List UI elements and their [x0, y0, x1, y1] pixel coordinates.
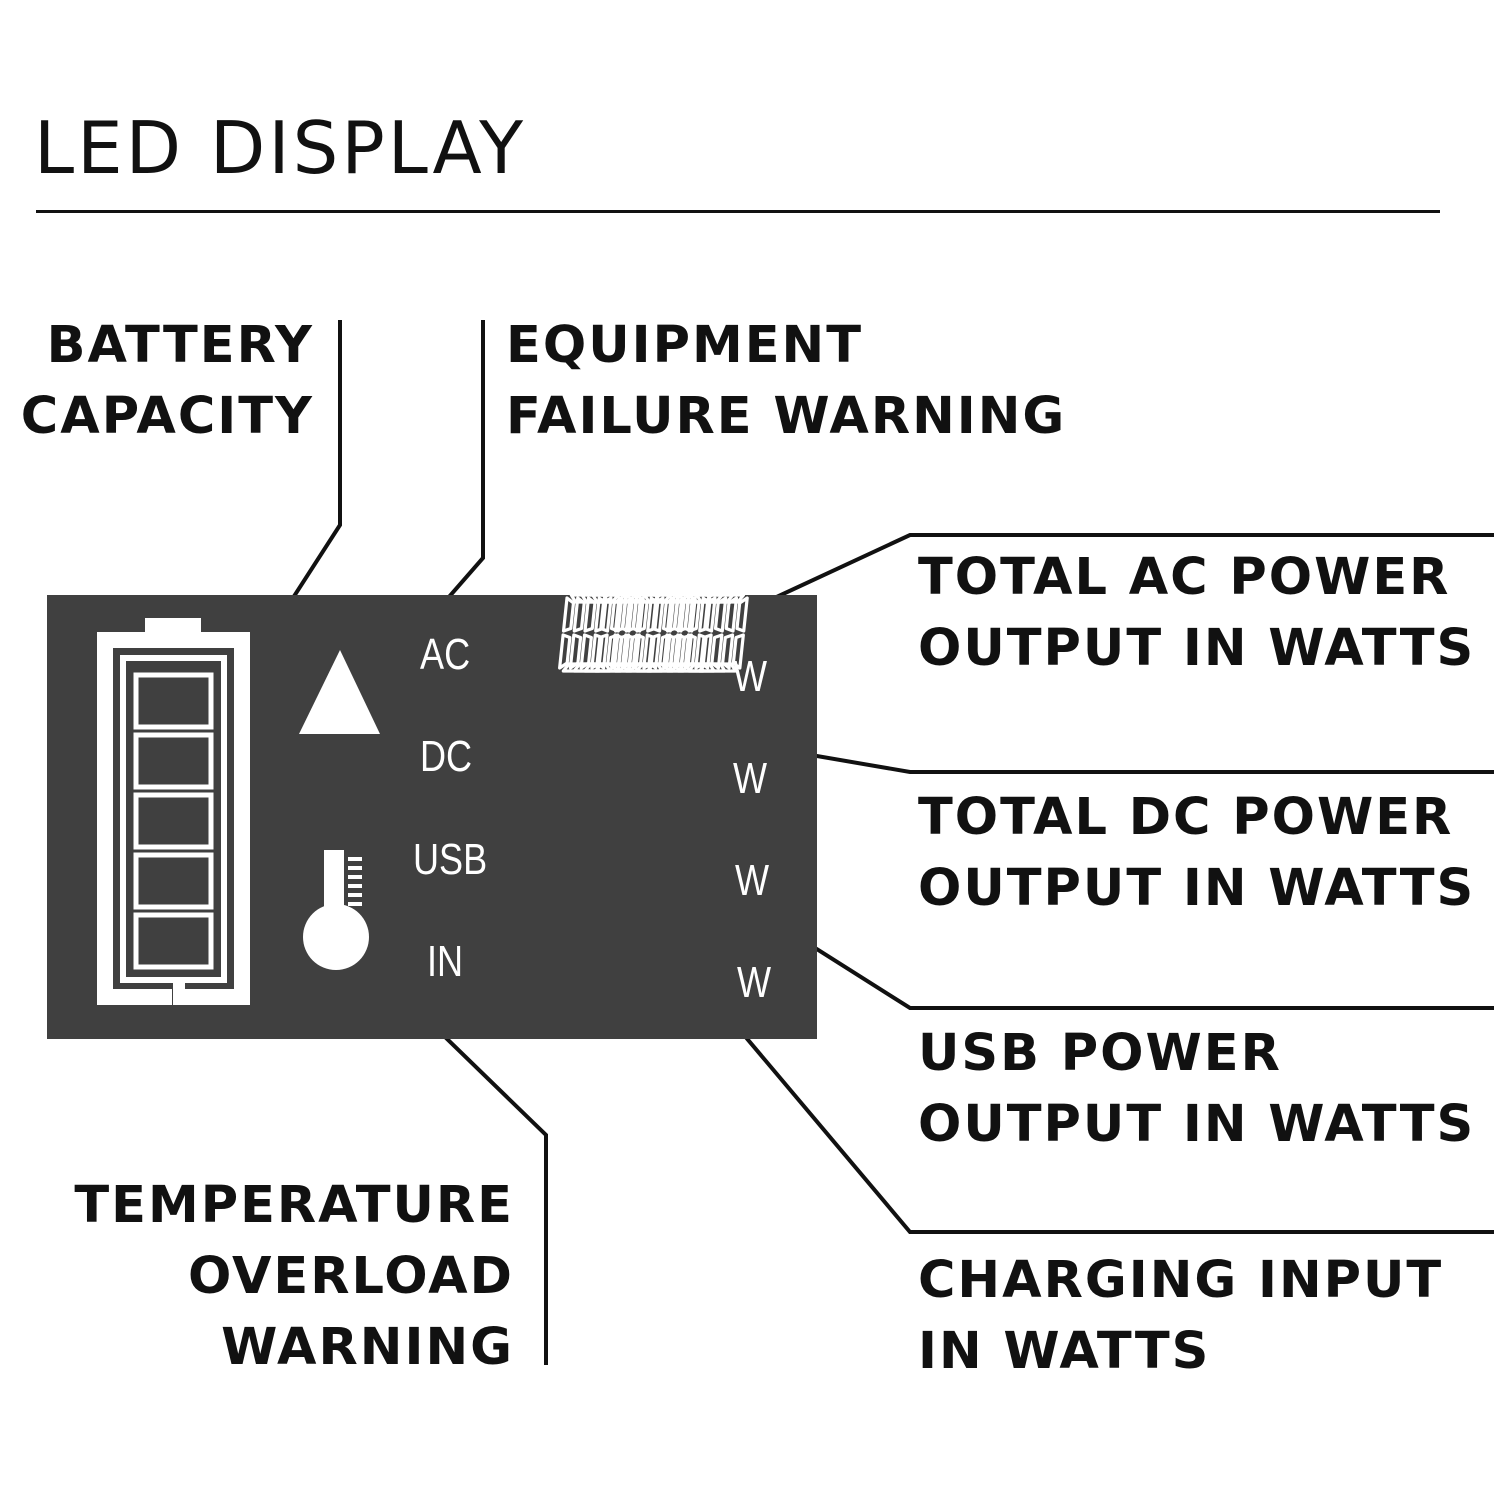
unit-ac: W	[733, 652, 768, 701]
temperature-overload-label: TEMPERATURE OVERLOAD WARNING	[74, 1176, 514, 1377]
digit-in-1	[642, 595, 697, 673]
battery-bar	[133, 732, 214, 790]
battery-icon	[97, 618, 250, 1005]
segment-b	[735, 596, 749, 633]
segment-f	[561, 596, 576, 633]
digit-in-0	[590, 595, 645, 673]
unit-dc: W	[733, 754, 768, 803]
row-label-in: IN	[427, 937, 464, 986]
segment-f	[572, 596, 586, 633]
usb-power-label: USB POWER OUTPUT IN WATTS	[918, 1024, 1476, 1154]
battery-bar	[133, 792, 214, 850]
segment-f	[646, 596, 660, 633]
segment-e	[590, 633, 604, 670]
equipment-failure-label: EQUIPMENT FAILURE WARNING	[506, 316, 1067, 446]
battery-level-bars	[133, 672, 214, 970]
charging-input-label: CHARGING INPUT IN WATTS	[918, 1251, 1444, 1381]
segment-e	[568, 633, 583, 670]
segment-c	[679, 633, 693, 670]
led-display-panel: AC DC USB IN W W W W	[47, 595, 817, 1039]
row-label-ac: AC	[420, 630, 471, 679]
segment-a	[653, 595, 694, 604]
page-title: LED DISPLAY	[34, 106, 527, 190]
battery-bar	[133, 852, 214, 910]
segment-a	[705, 595, 746, 604]
thermometer-icon	[303, 850, 369, 970]
total-dc-label: TOTAL DC POWER OUTPUT IN WATTS	[918, 788, 1476, 918]
segment-f	[687, 596, 701, 633]
segment-d	[645, 662, 686, 673]
segment-e	[579, 633, 593, 670]
segment-e	[558, 633, 572, 670]
segment-a	[601, 595, 642, 604]
segment-c	[627, 633, 641, 670]
title-divider	[36, 210, 1440, 213]
battery-bar	[133, 912, 214, 970]
segment-d	[697, 662, 738, 673]
segment-e	[694, 633, 708, 670]
segment-f	[583, 596, 597, 633]
battery-capacity-label: BATTERY CAPACITY	[20, 316, 314, 446]
segment-c	[731, 633, 745, 670]
row-label-dc: DC	[420, 732, 473, 781]
leader-dc	[711, 736, 1494, 774]
leader-in	[704, 988, 1494, 1234]
battery-bar	[133, 672, 214, 730]
segment-b	[631, 596, 645, 633]
digit-in-2	[694, 595, 749, 673]
segment-b	[683, 596, 697, 633]
panel-graphics	[97, 595, 749, 1005]
segment-d	[593, 662, 634, 673]
seven-segment-readouts	[558, 595, 749, 673]
segment-e	[642, 633, 656, 670]
segment-f	[698, 596, 712, 633]
unit-in: W	[737, 958, 772, 1007]
segment-f	[594, 596, 608, 633]
warning-triangle-icon	[299, 650, 380, 734]
unit-usb: W	[735, 856, 770, 905]
segment-e	[631, 633, 645, 670]
row-label-usb: USB	[413, 835, 488, 884]
total-ac-label: TOTAL AC POWER OUTPUT IN WATTS	[918, 548, 1476, 678]
segment-f	[635, 596, 649, 633]
segment-e	[683, 633, 697, 670]
